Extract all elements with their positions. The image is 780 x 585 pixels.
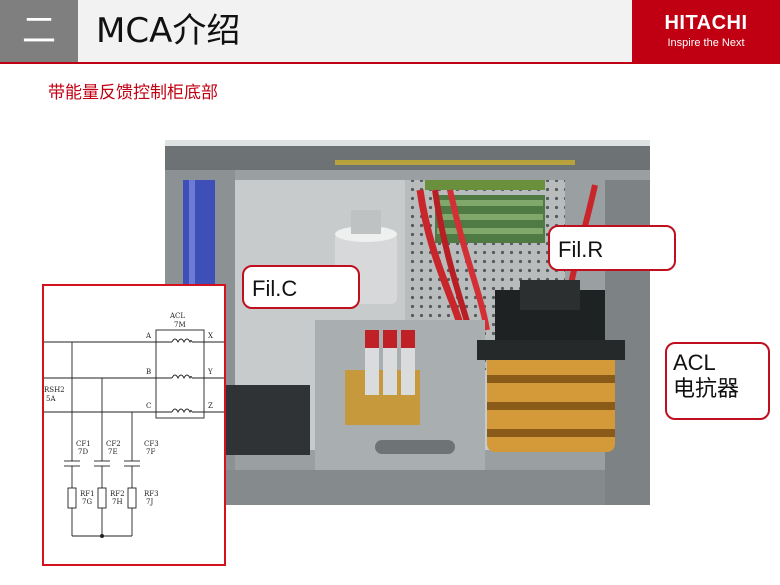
cap-2-name: CF2	[106, 440, 121, 448]
res-2-code: 7H	[112, 498, 123, 506]
section-number: 二	[0, 0, 78, 62]
callout-filr-text: Fil.R	[558, 237, 604, 262]
phase-out-z: Z	[208, 402, 213, 410]
res-3-name: RF3	[144, 490, 159, 498]
brand-logo: HITACHI Inspire the Next	[632, 0, 780, 62]
phase-in-a: A	[145, 332, 152, 340]
phase-in-b: B	[146, 368, 151, 376]
phase-out-x: X	[208, 332, 213, 340]
phase-in-c: C	[146, 402, 151, 410]
cabinet-photo	[165, 140, 650, 505]
cap-1-code: 7D	[78, 448, 88, 456]
cap-1-name: CF1	[76, 440, 91, 448]
res-3-code: 7J	[146, 498, 153, 506]
slide-subtitle: 带能量反馈控制柜底部	[48, 83, 218, 103]
reactor-code: 7M	[174, 321, 186, 329]
cap-3-name: CF3	[144, 440, 159, 448]
brand-tagline: Inspire the Next	[667, 37, 745, 49]
callout-filc-text: Fil.C	[252, 276, 298, 301]
header-divider	[0, 62, 780, 64]
callout-filter-capacitor: Fil.C	[242, 265, 360, 309]
callout-acl-reactor: ACL 电抗器	[665, 342, 770, 420]
cap-3-code: 7F	[146, 448, 155, 456]
slide-header: 二 MCA介绍 HITACHI Inspire the Next	[0, 0, 780, 62]
reactor-label: ACL	[169, 312, 185, 320]
callout-filter-resistor: Fil.R	[548, 225, 676, 271]
slide-title: MCA介绍	[96, 11, 241, 51]
supply-code: 5A	[46, 395, 56, 403]
res-1-name: RF1	[80, 490, 95, 498]
res-1-code: 7G	[82, 498, 92, 506]
res-2-name: RF2	[110, 490, 125, 498]
brand-name: HITACHI	[664, 12, 748, 34]
supply-label: RSH2	[44, 386, 65, 394]
cap-2-code: 7E	[108, 448, 118, 456]
callout-acl-line1: ACL	[673, 350, 716, 375]
callout-acl-line2: 电抗器	[673, 376, 740, 401]
filter-schematic: ACL 7M A B C X Y Z RSH2 5A CF1 7D CF2 7E…	[42, 284, 226, 566]
phase-out-y: Y	[207, 368, 213, 376]
